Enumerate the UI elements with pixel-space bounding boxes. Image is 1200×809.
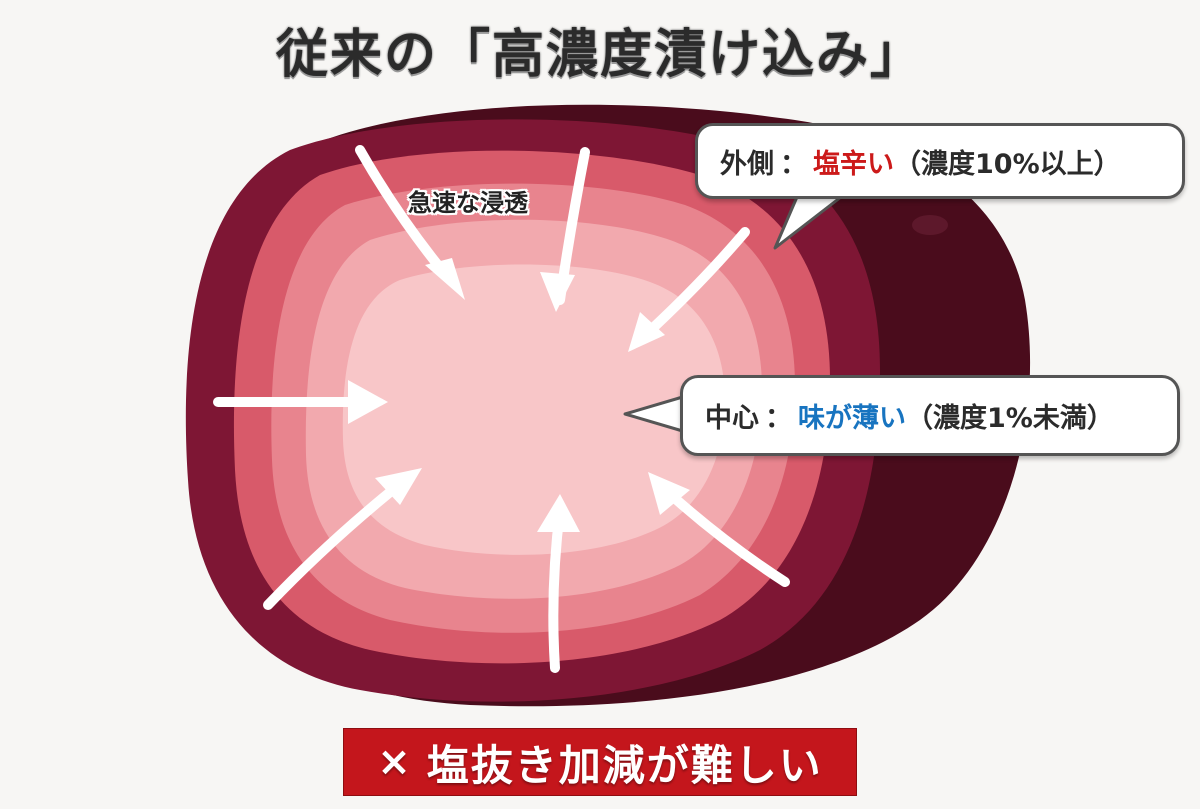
callout-center-prefix: 中心 bbox=[705, 403, 759, 434]
callout-outer-prefix: 外側 bbox=[720, 148, 774, 180]
warning-banner: × 塩抜き加減が難しい bbox=[343, 728, 857, 796]
callout-outer-highlight: 塩辛い bbox=[813, 148, 894, 180]
callout-outer-separator: ： bbox=[780, 148, 807, 180]
callout-center-layer: 中心 ： 味が薄い （濃度1%未満） bbox=[680, 375, 1180, 456]
arrow-heads bbox=[348, 258, 690, 532]
callout-outer-layer: 外側 ： 塩辛い （濃度10%以上） bbox=[695, 123, 1185, 199]
callout-center-separator: ： bbox=[765, 403, 792, 434]
callout-center-suffix: （濃度1%未満） bbox=[906, 403, 1114, 434]
page-title: 従来の「高濃度漬け込み」 bbox=[275, 25, 924, 85]
callout-outer-suffix: （濃度10%以上） bbox=[894, 148, 1121, 180]
warning-banner-text: 塩抜き加減が難しい bbox=[426, 740, 823, 790]
callout-center-highlight: 味が薄い bbox=[798, 403, 906, 434]
cross-icon: × bbox=[377, 739, 413, 785]
rapid-penetration-label: 急速な浸透 bbox=[408, 189, 528, 217]
core bbox=[342, 264, 725, 555]
skin-highlight bbox=[912, 215, 948, 235]
